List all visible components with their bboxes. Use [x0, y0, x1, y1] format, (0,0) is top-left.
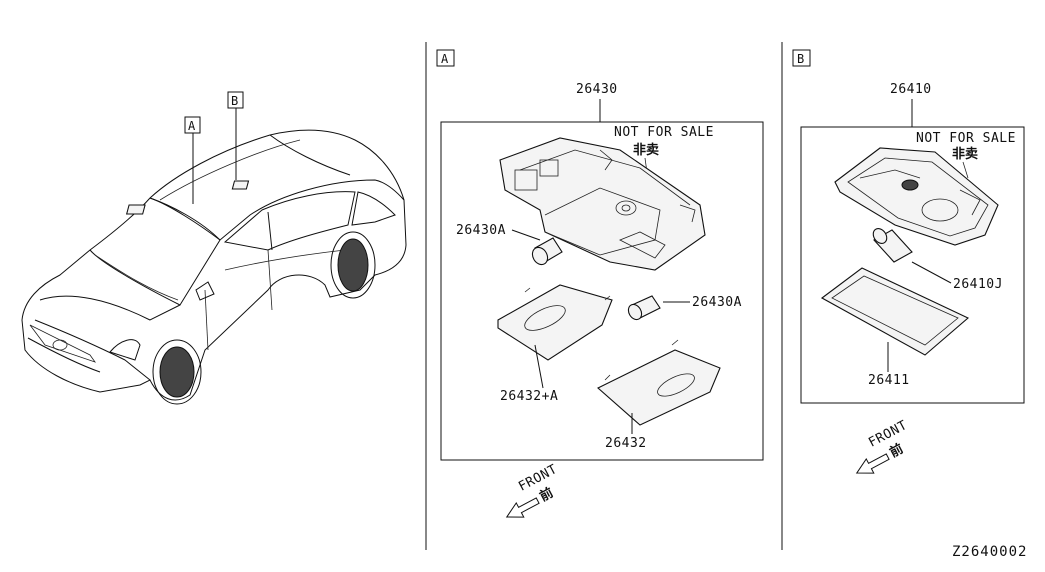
not-for-sale-cn-a: 非卖	[633, 142, 659, 158]
front-arrow-b: FRONT 前	[855, 418, 910, 474]
part-26411-label: 26411	[868, 373, 910, 388]
car-marker-a-text: A	[188, 119, 196, 133]
bulb-b-illustration	[872, 228, 913, 263]
section-a-tag: A	[441, 52, 449, 66]
section-a-assembly-frame	[440, 121, 764, 461]
front-cn-a: 前	[537, 485, 556, 505]
bulb-right-illustration	[627, 295, 661, 321]
drawing-id: Z2640002	[952, 544, 1027, 560]
car-body-illustration	[21, 129, 407, 405]
front-label-a: FRONT	[516, 462, 560, 495]
section-b-tag: B	[797, 52, 804, 66]
part-26430a-left-label: 26430A	[456, 223, 506, 238]
car-marker-b: B	[227, 91, 244, 180]
car-marker-b-text: B	[231, 94, 238, 108]
part-26410j-label: 26410J	[953, 277, 1003, 292]
section-b-tag-box	[792, 49, 811, 67]
section-a-tag-box	[436, 49, 455, 67]
car-marker-a: A	[184, 116, 201, 204]
map-lamp-housing-illustration	[499, 137, 706, 271]
not-for-sale-b: NOT FOR SALE	[916, 131, 1016, 146]
lens-upper-illustration	[497, 284, 613, 361]
front-cn-b: 前	[887, 441, 906, 461]
part-26410-label: 26410	[890, 82, 932, 97]
section-b-assembly-frame	[800, 126, 1025, 404]
part-26430a-right-label: 26430A	[692, 295, 742, 310]
section-b: B 26410 NOT FOR SALE 非卖 26410J 26411	[792, 49, 1025, 474]
car-overview: A B	[21, 91, 407, 405]
bulb-left-illustration	[531, 237, 563, 266]
console-housing-illustration	[834, 147, 999, 246]
front-arrow-a: FRONT 前	[505, 462, 560, 518]
part-26430-label: 26430	[576, 82, 618, 97]
not-for-sale-a: NOT FOR SALE	[614, 125, 714, 140]
part-26432-label: 26432	[605, 436, 647, 451]
not-for-sale-cn-b: 非卖	[952, 146, 978, 162]
lens-lower-illustration	[597, 339, 721, 426]
section-a: A 26430 NOT FOR SALE 非卖 26430A 26430	[436, 49, 764, 518]
lens-b-illustration	[820, 267, 970, 356]
front-label-b: FRONT	[866, 418, 910, 451]
part-26432a-label: 26432+A	[500, 389, 558, 404]
